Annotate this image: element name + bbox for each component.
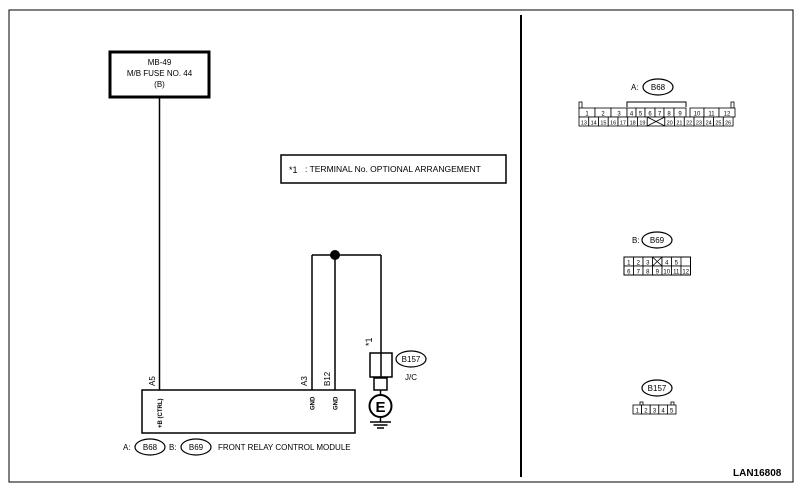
- splice-dot: [330, 250, 340, 260]
- connector-a-label: A: B68: [631, 78, 674, 96]
- note-marker: *1: [289, 165, 298, 175]
- module-legend: A: B68 B: B69 FRONT RELAY CONTROL MODULE: [123, 438, 351, 456]
- terminal-note-box: *1 : TERMINAL No. OPTIONAL ARRANGEMENT: [280, 154, 507, 184]
- connector-b-blank-mark: [652, 256, 663, 267]
- pin-label-gnd-a3: GND: [311, 396, 317, 410]
- connector-c-pin-2: 2: [644, 408, 648, 414]
- fuse-box-line2: M/B FUSE NO. 44: [127, 69, 193, 78]
- connector-c-cell: [667, 404, 677, 415]
- connector-a-pin-24: 24: [706, 120, 712, 126]
- connector-b-pin-11: 11: [673, 269, 680, 275]
- connector-a-pin-2: 2: [601, 112, 605, 118]
- front-relay-control-module: A5 A3 B12 +B (CTRL) GND GND: [141, 371, 356, 434]
- connector-c-pin-3: 3: [653, 408, 657, 414]
- connector-a-pin-18: 18: [630, 120, 636, 126]
- fuse-box: MB-49 M/B FUSE NO. 44 (B): [108, 50, 211, 99]
- connector-a-prefix: A:: [631, 83, 639, 92]
- connector-b-pin-6: 6: [627, 269, 631, 275]
- connector-a-pin-14: 14: [591, 120, 597, 126]
- joint-code: B157: [402, 355, 421, 364]
- fuse-box-line1: MB-49: [148, 58, 172, 67]
- connector-b-pin-2: 2: [637, 260, 641, 266]
- legend-a-code: B68: [143, 443, 158, 452]
- connector-b-pin-3: 3: [646, 260, 650, 266]
- connector-a-pin-15: 15: [600, 120, 606, 126]
- connector-b-pin-12: 12: [682, 269, 689, 275]
- connector-b-pin-8: 8: [646, 269, 650, 275]
- connector-a-blank-mark: [647, 116, 665, 127]
- connector-a-pin-12: 12: [724, 112, 731, 118]
- connector-b-pin-5: 5: [675, 260, 679, 266]
- legend-a-prefix: A:: [123, 443, 131, 452]
- ground-wiring: [311, 250, 382, 390]
- connector-b-label: B: B69: [632, 231, 673, 249]
- connector-b-pin-9: 9: [656, 269, 660, 275]
- note-text: : TERMINAL No. OPTIONAL ARRANGEMENT: [305, 164, 481, 174]
- connector-a-pin-22: 22: [686, 120, 692, 126]
- outer-frame: [8, 9, 794, 483]
- connector-a-pin-25: 25: [715, 120, 721, 126]
- connector-a-pin-16: 16: [610, 120, 616, 126]
- connector-c-pin-4: 4: [661, 408, 665, 414]
- connector-c-code: B157: [648, 384, 667, 393]
- connector-a-pin-20: 20: [667, 120, 673, 126]
- connector-a-pin-26: 26: [725, 120, 731, 126]
- joint-connector: *1 B157 J/C: [364, 337, 427, 395]
- ground-letter: E: [375, 399, 385, 416]
- connector-b-prefix: B:: [632, 236, 640, 245]
- connector-a-code: B68: [651, 83, 666, 92]
- connector-a-pin-5: 5: [639, 112, 643, 118]
- joint-type: J/C: [405, 373, 417, 382]
- connector-a-pin-4: 4: [630, 112, 634, 118]
- pin-label-gnd-b12: GND: [334, 396, 340, 410]
- connector-b-pin-4: 4: [665, 260, 669, 266]
- connector-c-pin-1: 1: [636, 408, 640, 414]
- connector-a-pin-11: 11: [708, 112, 715, 118]
- connector-a-pin-6: 6: [648, 112, 652, 118]
- connector-a-pin-7: 7: [658, 112, 662, 118]
- connector-b-pin-1: 1: [627, 260, 631, 266]
- figure-id: LAN16808: [733, 468, 782, 479]
- connector-a-pin-17: 17: [620, 120, 626, 126]
- ground-symbol: E: [368, 394, 393, 429]
- connector-c-label: B157: [641, 379, 673, 397]
- pin-label-ctrl: +B (CTRL): [158, 399, 164, 429]
- connector-a-pin-8: 8: [667, 112, 671, 118]
- module-name: FRONT RELAY CONTROL MODULE: [218, 443, 351, 452]
- joint-marker: *1: [364, 337, 374, 346]
- pin-a5: A5: [148, 376, 157, 386]
- connector-a-pin-10: 10: [694, 112, 701, 118]
- connector-a-pin-13: 13: [581, 120, 587, 126]
- fuse-box-line3: (B): [154, 80, 165, 89]
- connector-a-cell: [722, 116, 734, 127]
- connector-b-code: B69: [650, 236, 665, 245]
- connector-a-pin-1: 1: [585, 112, 589, 118]
- pin-a3: A3: [300, 376, 309, 386]
- connector-a-pin-21: 21: [676, 120, 682, 126]
- connector-a-pin-23: 23: [696, 120, 702, 126]
- connector-a-pin-3: 3: [617, 112, 621, 118]
- pin-b12: B12: [323, 371, 332, 386]
- connector-b-outline: [623, 256, 691, 276]
- connector-b-pin-7: 7: [637, 269, 641, 275]
- connector-c-pin-5: 5: [670, 408, 674, 414]
- connector-a-pin-9: 9: [678, 112, 682, 118]
- connector-b-pin-10: 10: [663, 269, 670, 275]
- legend-b-code: B69: [189, 443, 204, 452]
- connector-a-pin-19: 19: [639, 120, 645, 126]
- legend-b-prefix: B:: [169, 443, 177, 452]
